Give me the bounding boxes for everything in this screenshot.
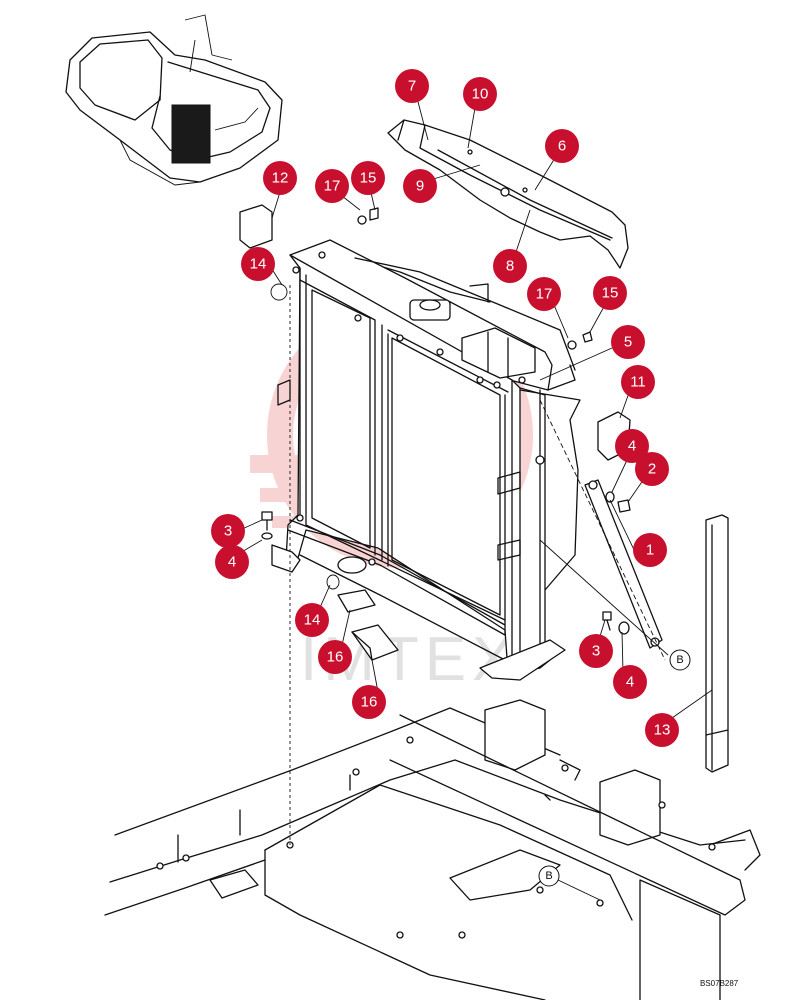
callout-7: 7 bbox=[395, 69, 429, 103]
svg-text:1: 1 bbox=[646, 542, 654, 559]
svg-text:B: B bbox=[545, 870, 552, 882]
svg-text:4: 4 bbox=[628, 438, 636, 455]
svg-text:13: 13 bbox=[654, 722, 671, 739]
svg-text:4: 4 bbox=[228, 554, 236, 571]
callout-16: 16 bbox=[318, 640, 352, 674]
callout-9: 9 bbox=[403, 169, 437, 203]
callout-17b: 17 bbox=[527, 277, 561, 311]
svg-text:3: 3 bbox=[224, 523, 232, 540]
svg-text:5: 5 bbox=[624, 334, 632, 351]
radiator-location-highlight bbox=[171, 104, 211, 164]
svg-text:16: 16 bbox=[361, 694, 378, 711]
callout-17: 17 bbox=[315, 169, 349, 203]
callout-1: 1 bbox=[633, 533, 667, 567]
seals-and-blocks bbox=[239, 204, 631, 661]
svg-text:14: 14 bbox=[304, 612, 321, 629]
support-rod bbox=[584, 479, 663, 649]
callout-2: 2 bbox=[635, 452, 669, 486]
callout-12: 12 bbox=[263, 161, 297, 195]
callout-15: 15 bbox=[351, 161, 385, 195]
callout-4c: 4 bbox=[613, 665, 647, 699]
callout-3b: 3 bbox=[579, 634, 613, 668]
svg-text:14: 14 bbox=[250, 256, 267, 273]
callout-8: 8 bbox=[493, 249, 527, 283]
svg-text:16: 16 bbox=[327, 649, 344, 666]
svg-text:2: 2 bbox=[648, 461, 656, 478]
svg-text:8: 8 bbox=[506, 258, 514, 275]
svg-text:17: 17 bbox=[324, 178, 341, 195]
svg-text:10: 10 bbox=[472, 86, 489, 103]
reference-marker-b-upper: B bbox=[669, 649, 691, 671]
svg-text:15: 15 bbox=[360, 170, 377, 187]
callout-14: 14 bbox=[241, 247, 275, 281]
callout-16b: 16 bbox=[352, 685, 386, 719]
svg-text:4: 4 bbox=[626, 674, 634, 691]
callout-15b: 15 bbox=[593, 276, 627, 310]
callout-10: 10 bbox=[463, 77, 497, 111]
callout-6: 6 bbox=[545, 129, 579, 163]
callout-3: 3 bbox=[211, 514, 245, 548]
svg-text:12: 12 bbox=[272, 170, 289, 187]
callout-14b: 14 bbox=[295, 603, 329, 637]
diagram-code-label: BS07B287 bbox=[700, 979, 739, 988]
fasteners bbox=[261, 207, 631, 635]
lower-chassis bbox=[104, 285, 761, 1000]
callout-5: 5 bbox=[611, 325, 645, 359]
svg-text:3: 3 bbox=[592, 643, 600, 660]
svg-text:11: 11 bbox=[630, 374, 646, 391]
callout-13: 13 bbox=[645, 713, 679, 747]
svg-text:17: 17 bbox=[536, 286, 553, 303]
svg-text:B: B bbox=[676, 654, 683, 666]
svg-text:6: 6 bbox=[558, 138, 566, 155]
svg-text:15: 15 bbox=[602, 285, 619, 302]
callout-4b: 4 bbox=[215, 545, 249, 579]
radiator-assembly bbox=[271, 239, 581, 681]
upper-cover-assembly bbox=[387, 119, 629, 269]
tall-seal-strip bbox=[705, 514, 729, 773]
svg-text:7: 7 bbox=[408, 78, 416, 95]
callout-4: 4 bbox=[615, 429, 649, 463]
reference-marker-b-lower: B bbox=[538, 865, 560, 887]
svg-text:9: 9 bbox=[416, 178, 424, 195]
callout-11: 11 bbox=[621, 365, 655, 399]
machine-overview-thumbnail bbox=[65, 14, 283, 186]
